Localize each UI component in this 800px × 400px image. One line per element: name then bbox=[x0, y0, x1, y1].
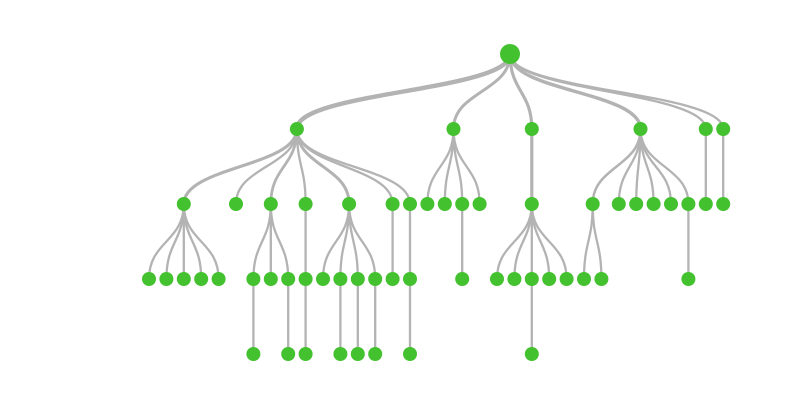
tree-node[interactable] bbox=[446, 122, 461, 136]
tree-node[interactable] bbox=[585, 197, 600, 211]
tree-node[interactable] bbox=[159, 272, 174, 286]
tree-node[interactable] bbox=[298, 272, 313, 286]
tree-node[interactable] bbox=[211, 272, 226, 286]
tree-node[interactable] bbox=[716, 122, 731, 136]
tree-node[interactable] bbox=[368, 347, 383, 361]
tree-link bbox=[452, 52, 512, 131]
tree-node[interactable] bbox=[559, 272, 574, 286]
tree-node[interactable] bbox=[368, 272, 383, 286]
tree-node[interactable] bbox=[263, 272, 278, 286]
tree-node[interactable] bbox=[594, 272, 609, 286]
tree-node[interactable] bbox=[455, 197, 470, 211]
tree-link bbox=[508, 52, 725, 131]
tree-node[interactable] bbox=[542, 272, 557, 286]
tree-link bbox=[182, 202, 203, 281]
tree-node[interactable] bbox=[246, 347, 261, 361]
tree-link bbox=[513, 202, 533, 281]
tree-node[interactable] bbox=[142, 272, 156, 286]
tree-link bbox=[530, 202, 568, 281]
tree-link bbox=[165, 202, 185, 281]
tree-node[interactable] bbox=[698, 197, 713, 211]
tree-node[interactable] bbox=[420, 197, 435, 211]
tree-node[interactable] bbox=[524, 347, 539, 361]
tree-node[interactable] bbox=[281, 347, 296, 361]
tree-node[interactable] bbox=[385, 272, 400, 286]
tree-node[interactable] bbox=[524, 197, 539, 211]
tree-node[interactable] bbox=[246, 272, 261, 286]
tree-node[interactable] bbox=[490, 272, 504, 286]
tree-link bbox=[182, 127, 299, 206]
tree-node[interactable] bbox=[681, 197, 696, 211]
tree-node[interactable] bbox=[281, 272, 296, 286]
tree-node[interactable] bbox=[350, 272, 365, 286]
tree-link bbox=[582, 202, 594, 281]
tree-node[interactable] bbox=[698, 122, 713, 136]
tree-link bbox=[269, 127, 299, 206]
tree-link bbox=[530, 202, 551, 281]
tree-node[interactable] bbox=[507, 272, 522, 286]
tree-node[interactable] bbox=[664, 197, 678, 211]
tree-node[interactable] bbox=[229, 197, 243, 211]
tree-link bbox=[591, 127, 642, 206]
tree-node[interactable] bbox=[611, 197, 626, 211]
tree-node[interactable] bbox=[455, 272, 470, 286]
tree-link bbox=[639, 127, 673, 206]
tree-node[interactable] bbox=[403, 347, 417, 361]
tree-node[interactable] bbox=[633, 122, 648, 136]
tree-link bbox=[591, 202, 603, 281]
tree-node[interactable] bbox=[524, 122, 539, 136]
tree-node[interactable] bbox=[629, 197, 644, 211]
tree-link bbox=[452, 127, 481, 206]
tree-link bbox=[252, 202, 272, 281]
tree-link bbox=[295, 127, 394, 206]
tree-link bbox=[182, 202, 220, 281]
tree-node[interactable] bbox=[472, 197, 487, 211]
tree-node[interactable] bbox=[403, 272, 417, 286]
tree-link bbox=[269, 202, 290, 281]
tree-node[interactable] bbox=[403, 197, 417, 211]
tree-node[interactable] bbox=[385, 197, 400, 211]
tree-link bbox=[443, 127, 455, 206]
tree-node[interactable] bbox=[437, 197, 452, 211]
tree-node[interactable] bbox=[333, 347, 348, 361]
tree-node[interactable] bbox=[176, 272, 191, 286]
tree-node[interactable] bbox=[577, 272, 591, 286]
tree-node[interactable] bbox=[524, 272, 539, 286]
tree-link bbox=[339, 202, 351, 281]
tree-root-node[interactable] bbox=[500, 44, 520, 64]
tree-node[interactable] bbox=[263, 197, 278, 211]
tree-link bbox=[639, 127, 690, 206]
tree-node[interactable] bbox=[350, 347, 365, 361]
tree-node[interactable] bbox=[298, 197, 313, 211]
tree-link bbox=[508, 52, 534, 131]
tree-link bbox=[294, 51, 513, 132]
tree-node[interactable] bbox=[316, 272, 330, 286]
tree-link bbox=[347, 202, 377, 281]
tree-link bbox=[508, 52, 643, 131]
tree-link bbox=[295, 127, 412, 206]
tree-node[interactable] bbox=[289, 122, 304, 136]
tree-node[interactable] bbox=[646, 197, 661, 211]
tree-node[interactable] bbox=[176, 197, 191, 211]
tree-node[interactable] bbox=[342, 197, 357, 211]
tree-nodes bbox=[142, 44, 731, 361]
tree-node[interactable] bbox=[194, 272, 209, 286]
tree-node[interactable] bbox=[681, 272, 696, 286]
tree-links bbox=[147, 51, 725, 356]
tree-node[interactable] bbox=[333, 272, 348, 286]
tree-node[interactable] bbox=[298, 347, 313, 361]
tree-node[interactable] bbox=[716, 197, 731, 211]
tree-link bbox=[508, 52, 707, 131]
